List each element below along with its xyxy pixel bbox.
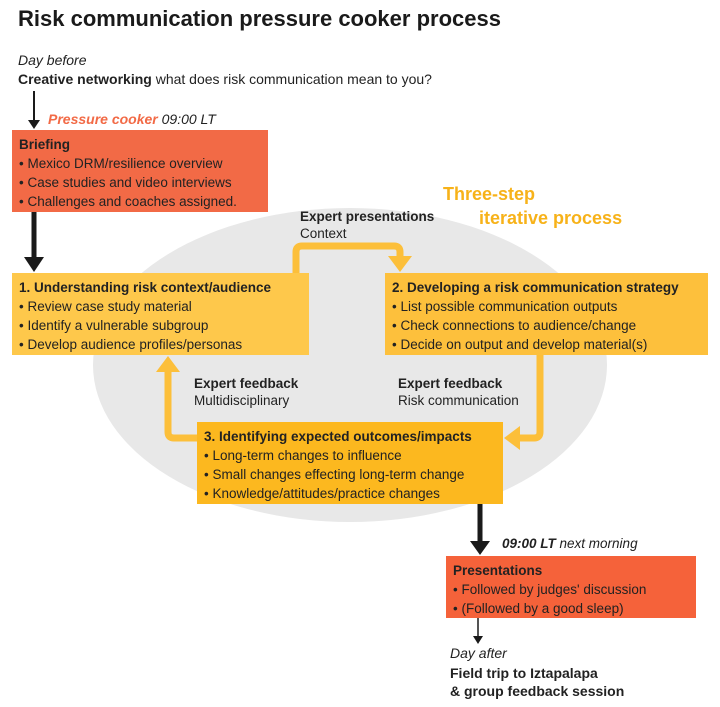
arrow-step2-to-step3 — [518, 355, 544, 442]
step3-box: 3. Identifying expected outcomes/impacts… — [197, 422, 503, 504]
list-item: Long-term changes to influence — [204, 446, 496, 465]
step2-title: 2. Developing a risk communication strat… — [392, 280, 679, 295]
arrow-step1-to-step2 — [292, 242, 404, 273]
list-item: List possible communication outputs — [392, 297, 701, 316]
step1-box: 1. Understanding risk context/audience R… — [12, 273, 309, 355]
presentations-title: Presentations — [453, 563, 543, 578]
arrowhead — [24, 257, 44, 272]
creative-networking-bold: Creative networking — [18, 71, 152, 87]
expert-feedback-right-title: Expert feedback — [398, 376, 503, 391]
pressure-cooker-time: 09:00 LT — [157, 111, 216, 127]
arrowhead — [504, 426, 520, 450]
presentations-list: Followed by judges' discussion (Followed… — [453, 580, 689, 618]
step2-list: List possible communication outputs Chec… — [392, 297, 701, 354]
next-morning-text: next morning — [555, 536, 638, 551]
step1-title: 1. Understanding risk context/audience — [19, 280, 272, 295]
next-morning-time: 09:00 LT — [502, 536, 556, 551]
briefing-title: Briefing — [19, 137, 71, 152]
step3-list: Long-term changes to influence Small cha… — [204, 446, 496, 503]
expert-presentations-label: Expert presentations Context — [300, 208, 434, 242]
list-item: Mexico DRM/resilience overview — [19, 154, 261, 173]
creative-networking-text: what does risk communication mean to you… — [151, 71, 432, 87]
expert-feedback-right-label: Expert feedback Risk communication — [398, 375, 519, 409]
three-step-line1: Three-step — [443, 184, 536, 204]
arrowhead — [28, 120, 40, 129]
step2-box: 2. Developing a risk communication strat… — [385, 273, 708, 355]
field-trip-line1: Field trip to Iztapalapa — [450, 665, 598, 681]
list-item: Knowledge/attitudes/practice changes — [204, 484, 496, 503]
list-item: Challenges and coaches assigned. — [19, 192, 261, 211]
briefing-list: Mexico DRM/resilience overview Case stud… — [19, 154, 261, 211]
list-item: Followed by judges' discussion — [453, 580, 689, 599]
briefing-box: Briefing Mexico DRM/resilience overview … — [12, 130, 268, 212]
arrowhead — [156, 356, 180, 372]
page-title: Risk communication pressure cooker proce… — [18, 6, 501, 31]
list-item: (Followed by a good sleep) — [453, 599, 689, 618]
presentations-box: Presentations Followed by judges' discus… — [446, 556, 696, 618]
next-morning-label: 09:00 LT next morning — [502, 536, 638, 551]
three-step-label: Three-step iterative process — [443, 182, 622, 230]
pressure-cooker-text: Pressure cooker — [48, 111, 158, 127]
field-trip-text: Field trip to Iztapalapa & group feedbac… — [450, 664, 624, 700]
field-trip-line2: & group feedback session — [450, 683, 625, 699]
expert-presentations-title: Expert presentations — [300, 209, 435, 224]
list-item: Identify a vulnerable subgroup — [19, 316, 302, 335]
expert-feedback-left-sub: Multidisciplinary — [194, 393, 290, 408]
step3-title: 3. Identifying expected outcomes/impacts — [204, 429, 472, 444]
expert-feedback-left-title: Expert feedback — [194, 376, 299, 391]
arrowhead — [473, 636, 483, 644]
pressure-cooker-label: Pressure cooker 09:00 LT — [48, 111, 216, 127]
expert-feedback-right-sub: Risk communication — [398, 393, 519, 408]
day-before-label: Day before — [18, 52, 87, 68]
arrowhead — [388, 256, 412, 272]
list-item: Check connections to audience/change — [392, 316, 701, 335]
three-step-line2: iterative process — [479, 208, 623, 228]
day-after-label: Day after — [450, 645, 507, 661]
list-item: Decide on output and develop material(s) — [392, 335, 701, 354]
expert-presentations-sub: Context — [300, 226, 347, 241]
step1-list: Review case study material Identify a vu… — [19, 297, 302, 354]
list-item: Review case study material — [19, 297, 302, 316]
creative-networking-line: Creative networking what does risk commu… — [18, 71, 432, 87]
arrowhead — [470, 541, 490, 555]
arrow-step3-to-step1 — [164, 372, 197, 442]
expert-feedback-left-label: Expert feedback Multidisciplinary — [194, 375, 298, 409]
list-item: Case studies and video interviews — [19, 173, 261, 192]
list-item: Small changes effecting long-term change — [204, 465, 496, 484]
list-item: Develop audience profiles/personas — [19, 335, 302, 354]
